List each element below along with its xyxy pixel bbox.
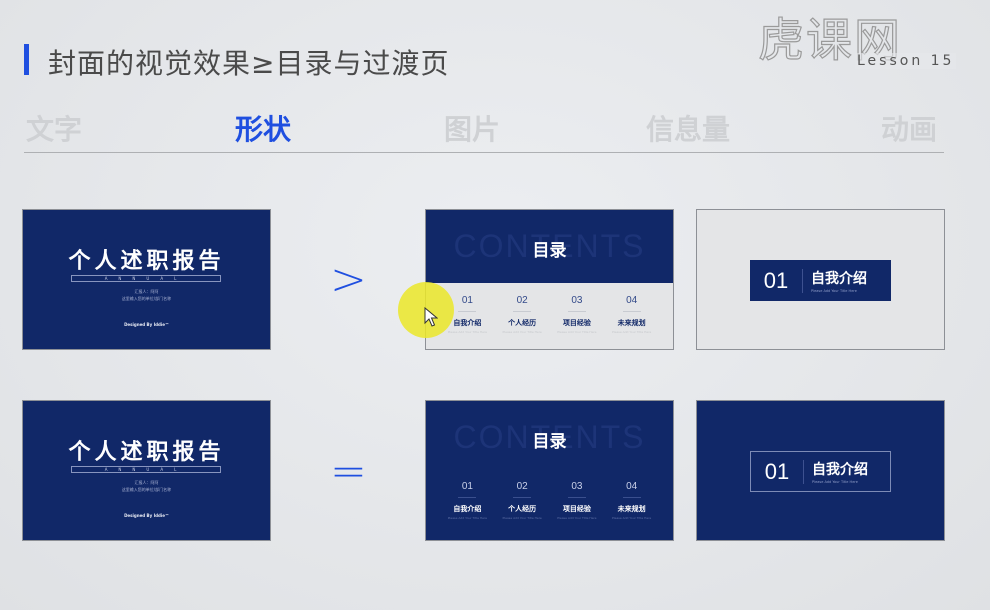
item-label: 未来规划 [617, 505, 646, 513]
item-sub: Please Add Your Title Here [502, 330, 542, 334]
contents-item: 04 未来规划 Please Add Your Title Here [604, 481, 659, 520]
section-divider [803, 459, 804, 484]
topic-tabs: 文字 形状 图片 信息量 动画 [24, 108, 944, 148]
cover-designed-by: Designed By Iddie™ [124, 322, 169, 327]
item-number: 04 [626, 481, 638, 492]
contents-item: 03 项目经验 Please Add Your Title Here [550, 481, 605, 520]
item-sub: Please Add Your Title Here [611, 330, 652, 334]
item-divider [622, 311, 641, 312]
cover-dept: 这里输入您的单位/部门名称 [121, 296, 172, 301]
mouse-pointer-icon [424, 307, 438, 327]
cover-title: 个人述职报告 [68, 249, 225, 274]
title-accent-bar [24, 44, 29, 75]
tab-text[interactable]: 文字 [26, 113, 83, 146]
item-number: 02 [516, 295, 528, 306]
section-box-outline: 01 自我介绍 Please Add Your Title Here [750, 451, 891, 492]
item-sub: Please Add Your Title Here [557, 330, 597, 334]
item-label: 自我介绍 [453, 319, 482, 327]
section-subtitle: Please Add Your Title Here [811, 289, 857, 293]
item-sub: Please Add Your Title Here [557, 516, 597, 520]
item-sub: Please Add Your Title Here [502, 516, 542, 520]
contents-item: 01 自我介绍 Please Add Your Title Here [440, 481, 495, 520]
tab-divider [24, 152, 944, 153]
item-label: 项目经验 [562, 319, 591, 327]
contents-title: 目录 [532, 432, 567, 452]
contents-item: 02 个人经历 Please Add Your Title Here [495, 295, 550, 334]
tab-image[interactable]: 图片 [444, 113, 501, 146]
contents-item: 03 项目经验 Please Add Your Title Here [550, 295, 605, 334]
item-divider [458, 311, 477, 312]
cover-designed-by: Designed By Iddie™ [124, 513, 169, 518]
item-number: 04 [626, 295, 638, 306]
section-text: 自我介绍 Please Add Your Title Here [803, 268, 867, 293]
item-sub: Please Add Your Title Here [447, 330, 488, 334]
item-number: 01 [461, 295, 473, 306]
item-label: 个人经历 [508, 505, 537, 513]
contents-header-band: CONTENTS 目录 [426, 210, 673, 283]
contents-slide-grey[interactable]: CONTENTS 目录 01 自我介绍 Please Add Your Titl… [425, 209, 674, 350]
section-slide-grey[interactable]: 01 自我介绍 Please Add Your Title Here [696, 209, 945, 350]
item-number: 01 [461, 481, 473, 492]
cover-reporter: 汇报人：阿阿 [134, 480, 159, 485]
section-text: 自我介绍 Please Add Your Title Here [804, 459, 868, 484]
item-label: 自我介绍 [453, 505, 482, 513]
section-title: 自我介绍 [812, 462, 868, 478]
contents-slide-navy[interactable]: CONTENTS 目录 01 自我介绍 Please Add Your Titl… [425, 400, 674, 541]
section-number: 01 [764, 458, 790, 484]
section-subtitle: Please Add Your Title Here [812, 480, 858, 484]
section-box-filled: 01 自我介绍 Please Add Your Title Here [750, 260, 891, 301]
item-number: 03 [571, 481, 583, 492]
contents-item: 01 自我介绍 Please Add Your Title Here [440, 295, 495, 334]
contents-title: 目录 [532, 241, 567, 261]
equals-operator: = [330, 446, 367, 497]
item-number: 03 [571, 295, 583, 306]
contents-bg-text: CONTENTS [453, 228, 646, 264]
item-divider [622, 497, 641, 498]
section-slide-navy[interactable]: 01 自我介绍 Please Add Your Title Here [696, 400, 945, 541]
item-divider [513, 497, 532, 498]
contents-bg-text: CONTENTS [453, 419, 646, 455]
item-divider [513, 311, 532, 312]
contents-items: 01 自我介绍 Please Add Your Title Here 02 个人… [440, 295, 659, 334]
section-divider [802, 268, 803, 293]
cover-subtitle: ANNUAL WORK REPORT [71, 466, 221, 473]
contents-item: 02 个人经历 Please Add Your Title Here [495, 481, 550, 520]
item-number: 02 [516, 481, 528, 492]
page-title: 封面的视觉效果≥目录与过渡页 [48, 47, 450, 80]
section-number: 01 [763, 267, 789, 293]
item-divider [567, 311, 586, 312]
item-label: 项目经验 [562, 505, 591, 513]
item-divider [567, 497, 586, 498]
section-title: 自我介绍 [811, 271, 867, 287]
item-label: 个人经历 [508, 319, 537, 327]
cover-slide-1[interactable]: 个人述职报告 ANNUAL WORK REPORT 汇报人：阿阿 这里输入您的单… [22, 209, 271, 350]
cover-subtitle: ANNUAL WORK REPORT [71, 275, 221, 282]
item-sub: Please Add Your Title Here [611, 516, 652, 520]
cover-reporter: 汇报人：阿阿 [134, 289, 159, 294]
contents-items: 01 自我介绍 Please Add Your Title Here 02 个人… [440, 481, 659, 520]
item-divider [458, 497, 477, 498]
cover-dept: 这里输入您的单位/部门名称 [121, 487, 172, 492]
item-label: 未来规划 [617, 319, 646, 327]
tab-shape[interactable]: 形状 [235, 113, 292, 146]
cover-title: 个人述职报告 [68, 440, 225, 465]
cover-slide-2[interactable]: 个人述职报告 ANNUAL WORK REPORT 汇报人：阿阿 这里输入您的单… [22, 400, 271, 541]
lesson-label: Lesson 15 [855, 53, 957, 69]
contents-item: 04 未来规划 Please Add Your Title Here [604, 295, 659, 334]
tab-animation[interactable]: 动画 [881, 113, 938, 146]
item-sub: Please Add Your Title Here [447, 516, 488, 520]
tab-info-amount[interactable]: 信息量 [646, 113, 731, 146]
greater-than-operator: > [330, 254, 367, 305]
